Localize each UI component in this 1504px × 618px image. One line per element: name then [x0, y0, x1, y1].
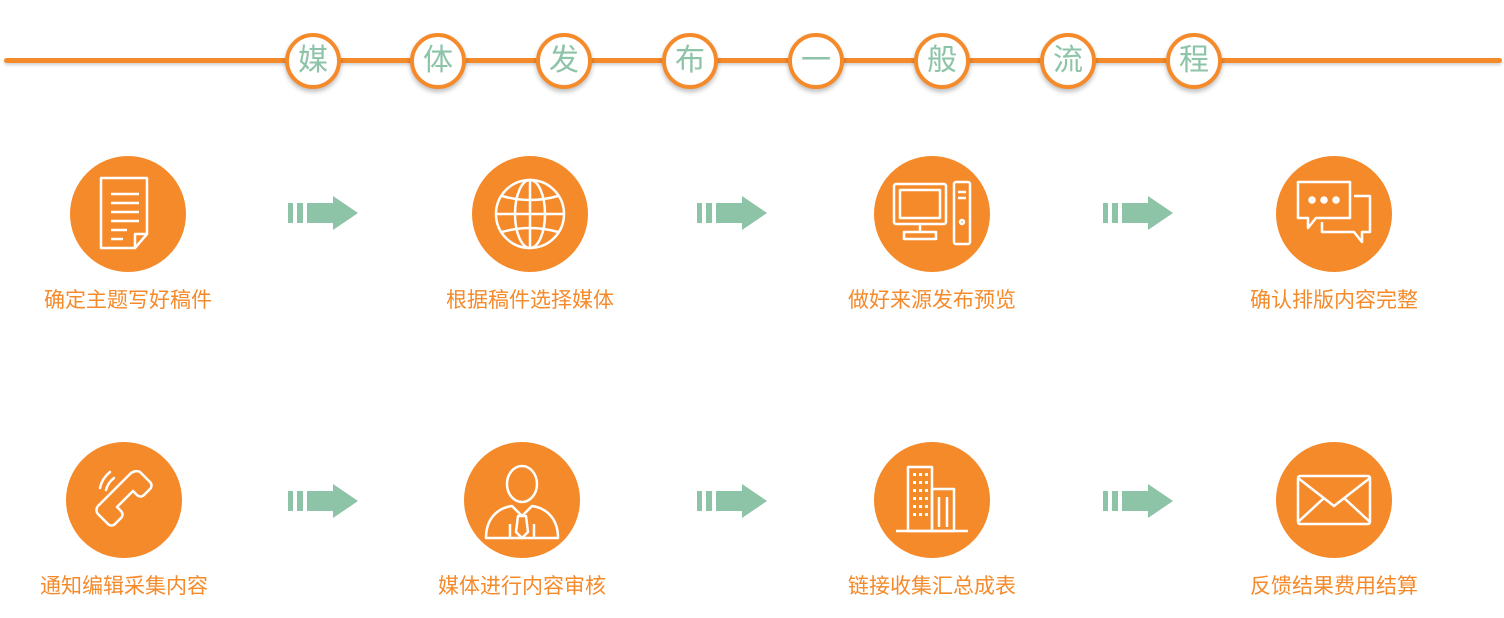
step-choose-media: 根据稿件选择媒体: [410, 156, 650, 314]
step-circle: [874, 156, 990, 272]
step-circle: [874, 442, 990, 558]
title-line: [4, 58, 1502, 63]
step-circle: [70, 156, 186, 272]
arrow-right-icon: [697, 484, 767, 518]
document-icon: [99, 176, 149, 250]
computer-icon: [892, 180, 972, 246]
step-write-draft: 确定主题写好稿件: [8, 156, 248, 314]
arrow-right-icon: [1103, 484, 1173, 518]
step-circle: [1276, 156, 1392, 272]
title-char: 般: [914, 33, 970, 89]
step-label: 媒体进行内容审核: [438, 574, 606, 598]
phone-icon: [95, 469, 153, 527]
step-circle: [1276, 442, 1392, 558]
step-confirm-layout: 确认排版内容完整: [1214, 156, 1454, 314]
title-char: 程: [1166, 33, 1222, 89]
title-char: 流: [1040, 33, 1096, 89]
step-label: 根据稿件选择媒体: [446, 288, 614, 312]
arrow-right-icon: [288, 196, 358, 230]
step-label: 做好来源发布预览: [848, 288, 1016, 312]
step-circle: [66, 442, 182, 558]
title-char: 一: [788, 33, 844, 89]
step-media-review: 媒体进行内容审核: [402, 442, 642, 600]
chat-bubbles-icon: [1296, 180, 1372, 244]
buildings-icon: [896, 465, 968, 533]
arrow-right-icon: [697, 196, 767, 230]
arrow-right-icon: [1103, 196, 1173, 230]
step-label: 确定主题写好稿件: [44, 288, 212, 312]
step-feedback-settlement: 反馈结果费用结算: [1214, 442, 1454, 600]
step-preview-publish: 做好来源发布预览: [812, 156, 1052, 314]
step-circle: [464, 442, 580, 558]
title-char: 布: [662, 33, 718, 89]
step-label: 确认排版内容完整: [1250, 288, 1418, 312]
person-icon: [484, 464, 560, 540]
envelope-icon: [1296, 474, 1372, 526]
title-char: 体: [410, 33, 466, 89]
title-char: 媒: [285, 33, 341, 89]
title-char: 发: [536, 33, 592, 89]
globe-icon: [494, 178, 566, 250]
step-label: 反馈结果费用结算: [1250, 574, 1418, 598]
step-collect-links: 链接收集汇总成表: [812, 442, 1052, 600]
step-label: 通知编辑采集内容: [40, 574, 208, 598]
arrow-right-icon: [288, 484, 358, 518]
step-notify-editor: 通知编辑采集内容: [4, 442, 244, 600]
step-circle: [472, 156, 588, 272]
step-label: 链接收集汇总成表: [848, 574, 1016, 598]
